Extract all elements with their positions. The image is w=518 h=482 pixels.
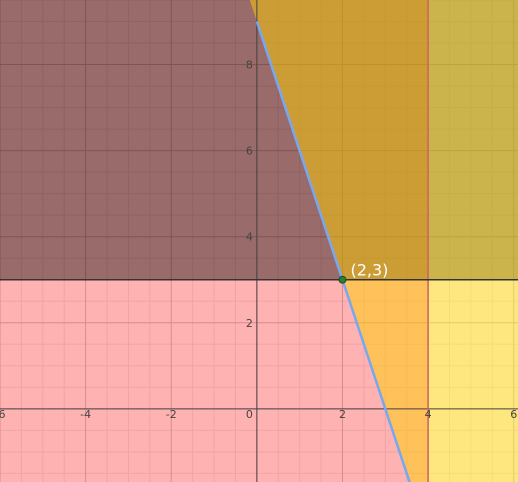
x-tick-label: 0 — [246, 408, 253, 421]
x-tick-label: -6 — [0, 408, 5, 421]
y-tick-label: 2 — [246, 317, 253, 330]
y-tick-label: 8 — [246, 59, 253, 72]
x-tick-label: -4 — [80, 408, 91, 421]
x-tick-label: 6 — [510, 408, 517, 421]
y-tick-label: 4 — [246, 231, 253, 244]
y-tick-label: 6 — [246, 145, 253, 158]
tick-labels: -6 -4 -2 0 2 4 6 2 4 6 8 — [0, 59, 517, 421]
boundary-line-y-neg3x-plus-9 — [255, 21, 411, 482]
point-label: (2,3) — [350, 261, 388, 280]
intersection-point — [338, 275, 347, 284]
labeled-points: (2,3) — [338, 261, 388, 284]
x-tick-label: 4 — [425, 408, 432, 421]
region-above-line — [249, 0, 518, 482]
x-tick-label: -2 — [166, 408, 177, 421]
x-tick-label: 2 — [339, 408, 346, 421]
